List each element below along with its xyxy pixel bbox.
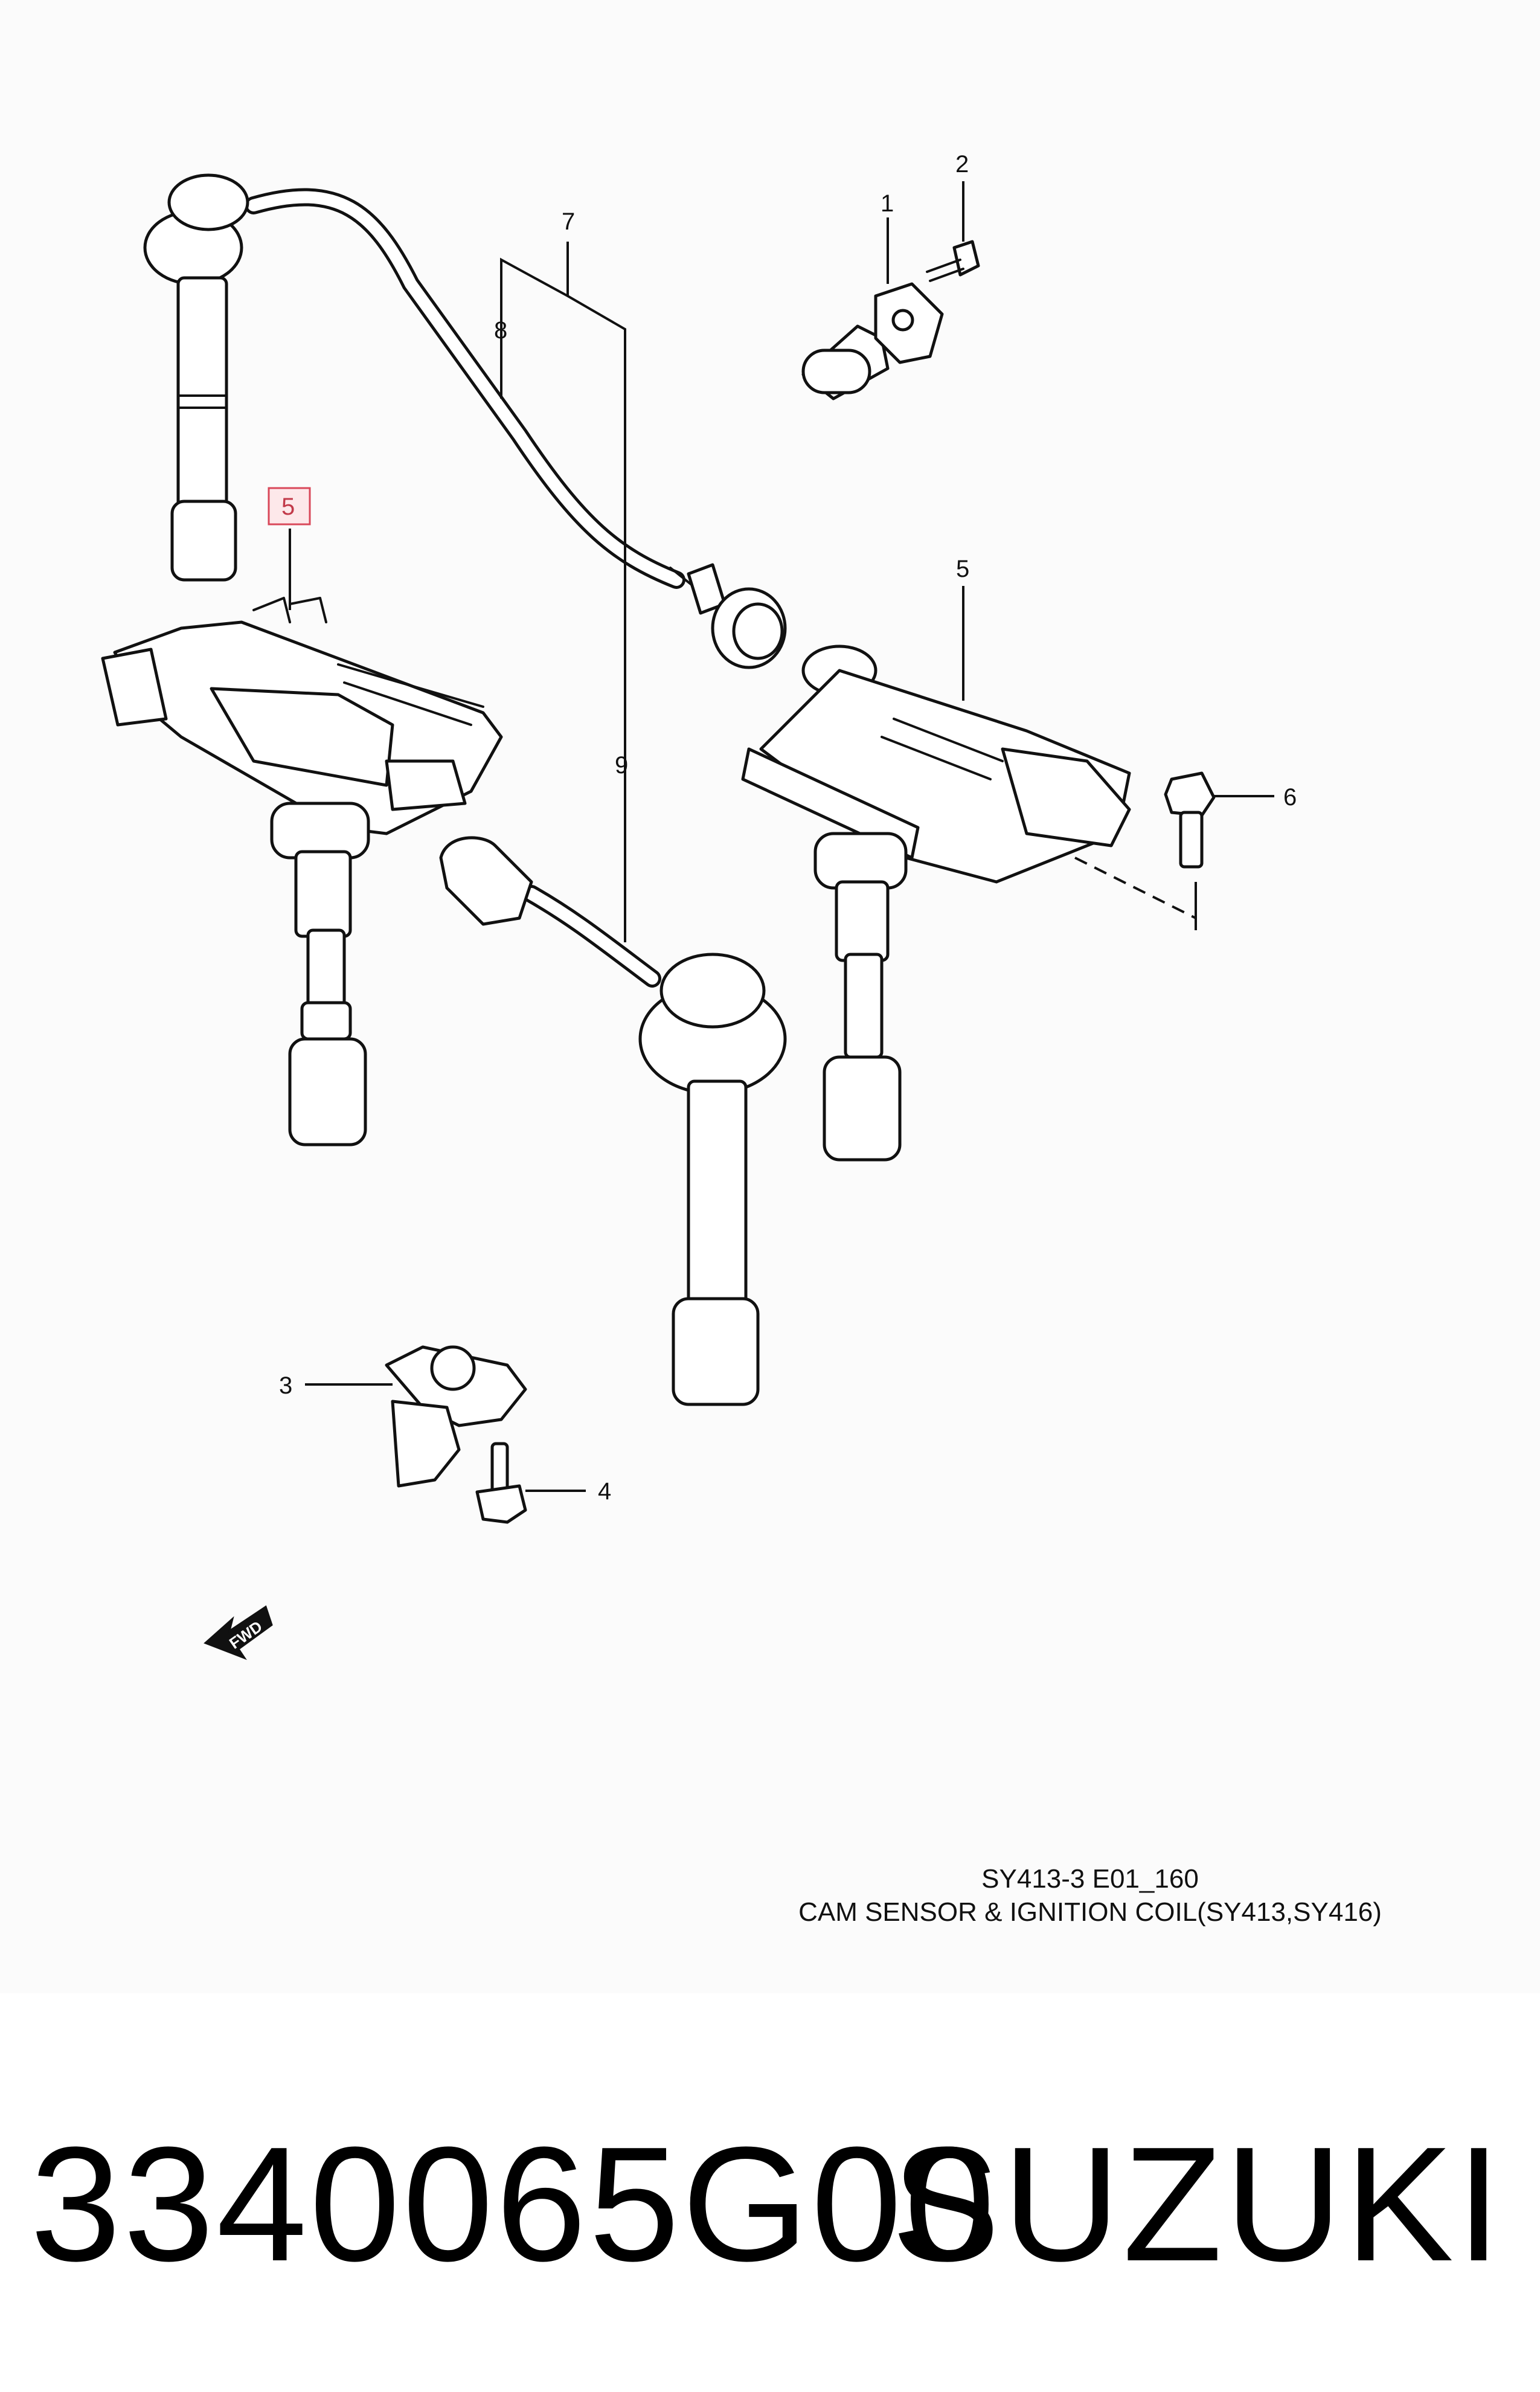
ignition-coil-right bbox=[741, 645, 1131, 1162]
callout-3: 3 bbox=[279, 1372, 292, 1399]
callout-9: 9 bbox=[615, 752, 628, 779]
callout-8: 8 bbox=[494, 317, 507, 344]
diagram-title: CAM SENSOR & IGNITION COIL(SY413,SY416) bbox=[798, 1897, 1382, 1927]
callout-5: 5 bbox=[956, 556, 969, 582]
ignition-coil-left bbox=[101, 597, 503, 1146]
diagram-code: SY413-3 E01_160 bbox=[981, 1864, 1199, 1894]
cam-position-sensor-3 bbox=[385, 1345, 527, 1488]
part-number-row: 3340065G00 SUZUKI bbox=[0, 2114, 1540, 2295]
bolt-2 bbox=[926, 240, 980, 282]
part-number: 3340065G00 bbox=[30, 2114, 998, 2295]
callout-5-highlighted: 5 bbox=[281, 494, 295, 520]
high-tension-cord-8 bbox=[143, 173, 787, 669]
fwd-arrow-icon: FWD bbox=[204, 1605, 273, 1661]
callout-4: 4 bbox=[598, 1478, 611, 1505]
bolt-4 bbox=[475, 1442, 527, 1524]
callout-6: 6 bbox=[1283, 784, 1297, 811]
callout-2: 2 bbox=[955, 151, 969, 178]
callout-1: 1 bbox=[881, 190, 894, 217]
callout-5-highlight-box bbox=[268, 487, 311, 526]
bolt-6 bbox=[1164, 771, 1216, 869]
callout-bracket-7-8-9 bbox=[500, 242, 626, 942]
parts-diagram-panel: FWD 1 2 3 4 5 5 6 7 8 9 SY413-3 E01_160 … bbox=[101, 151, 1382, 1927]
callout-7: 7 bbox=[562, 208, 575, 235]
brand-name: SUZUKI bbox=[891, 2114, 1504, 2295]
high-tension-cord-9 bbox=[439, 836, 787, 1406]
exploded-parts-diagram: FWD 1 2 3 4 5 5 6 7 8 9 SY413-3 E01_160 … bbox=[101, 151, 1382, 1927]
cam-position-sensor-1 bbox=[801, 282, 944, 400]
